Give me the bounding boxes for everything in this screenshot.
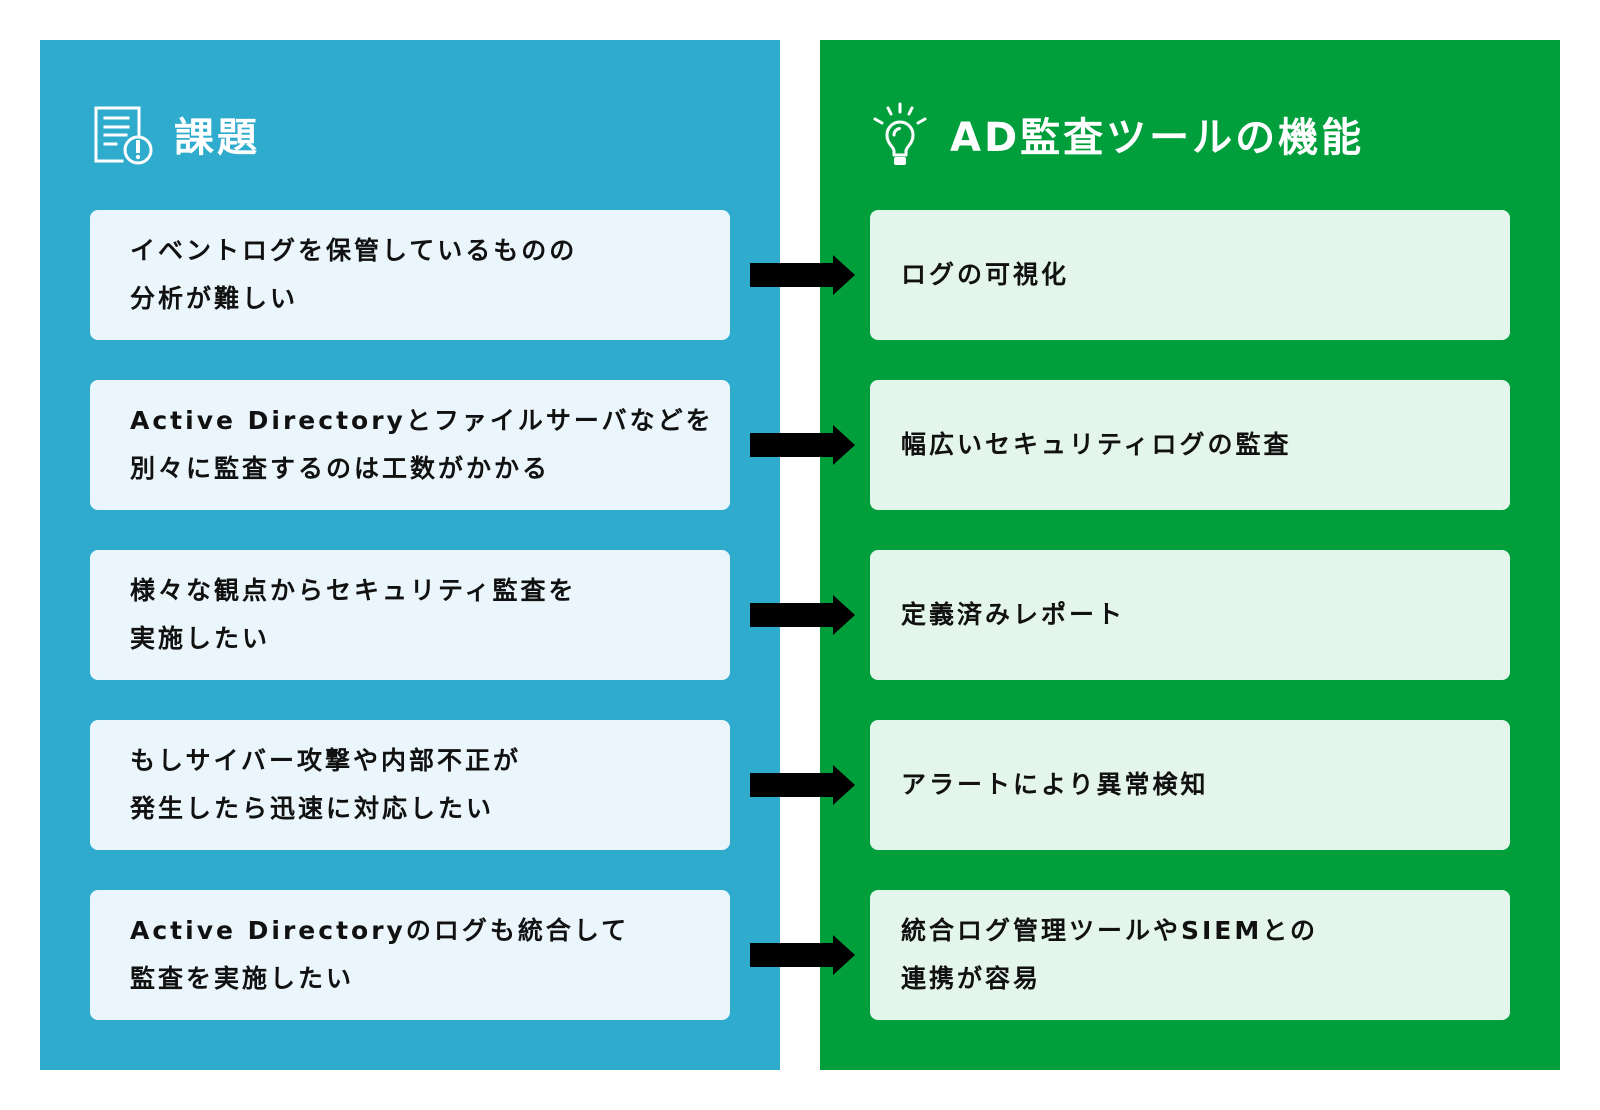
problem-card: もしサイバー攻撃や内部不正が 発生したら迅速に対応したい: [90, 720, 730, 850]
feature-card: ログの可視化: [870, 210, 1510, 340]
problems-panel: 課題 イベントログを保管しているものの 分析が難しい Active Direct…: [40, 40, 780, 1070]
lightbulb-icon: [873, 102, 927, 165]
problem-text-line: 実施したい: [130, 624, 271, 653]
feature-text-line: 定義済みレポート: [901, 600, 1126, 629]
right-arrow-icon: [750, 595, 855, 635]
problem-text-line: 発生したら迅速に対応したい: [130, 794, 495, 823]
problem-text-line: Active Directoryとファイルサーバなどを: [130, 406, 714, 435]
feature-card: 幅広いセキュリティログの監査: [870, 380, 1510, 510]
problem-card: Active Directoryのログも統合して 監査を実施したい: [90, 890, 730, 1020]
feature-text-line: アラートにより異常検知: [901, 770, 1209, 799]
feature-list: ログの可視化 幅広いセキュリティログの監査 定義済みレポート アラートにより異常…: [870, 210, 1510, 1020]
feature-card: 定義済みレポート: [870, 550, 1510, 680]
problems-title: 課題: [174, 115, 260, 161]
problem-text-line: 様々な観点からセキュリティ監査を: [130, 576, 577, 605]
feature-text-line: ログの可視化: [901, 260, 1070, 289]
problem-card: 様々な観点からセキュリティ監査を 実施したい: [90, 550, 730, 680]
problem-text-line: Active Directoryのログも統合して: [130, 916, 630, 945]
feature-card: 統合ログ管理ツールやSIEMとの 連携が容易: [870, 890, 1510, 1020]
features-title: AD監査ツールの機能: [950, 115, 1365, 161]
right-arrow-icon: [750, 425, 855, 465]
document-alert-icon: [94, 106, 153, 165]
feature-text-line: 幅広いセキュリティログの監査: [901, 430, 1292, 459]
problem-list: イベントログを保管しているものの 分析が難しい Active Directory…: [90, 210, 730, 1020]
feature-text-line: 統合ログ管理ツールやSIEMとの: [901, 916, 1319, 945]
features-panel: AD監査ツールの機能 ログの可視化 幅広いセキュリティログの監査 定義済みレポー…: [820, 40, 1560, 1070]
problem-text-line: 監査を実施したい: [130, 964, 355, 993]
problem-text-line: もしサイバー攻撃や内部不正が: [130, 746, 522, 775]
feature-card: アラートにより異常検知: [870, 720, 1510, 850]
right-arrow-icon: [750, 765, 855, 805]
right-arrow-icon: [750, 255, 855, 295]
problem-text-line: 分析が難しい: [130, 284, 299, 313]
problem-card: Active Directoryとファイルサーバなどを 別々に監査するのは工数が…: [90, 380, 730, 510]
problem-text-line: 別々に監査するのは工数がかかる: [130, 454, 551, 483]
problem-text-line: イベントログを保管しているものの: [130, 236, 578, 265]
feature-text-line: 連携が容易: [901, 964, 1042, 993]
right-arrow-icon: [750, 935, 855, 975]
problem-card: イベントログを保管しているものの 分析が難しい: [90, 210, 730, 340]
